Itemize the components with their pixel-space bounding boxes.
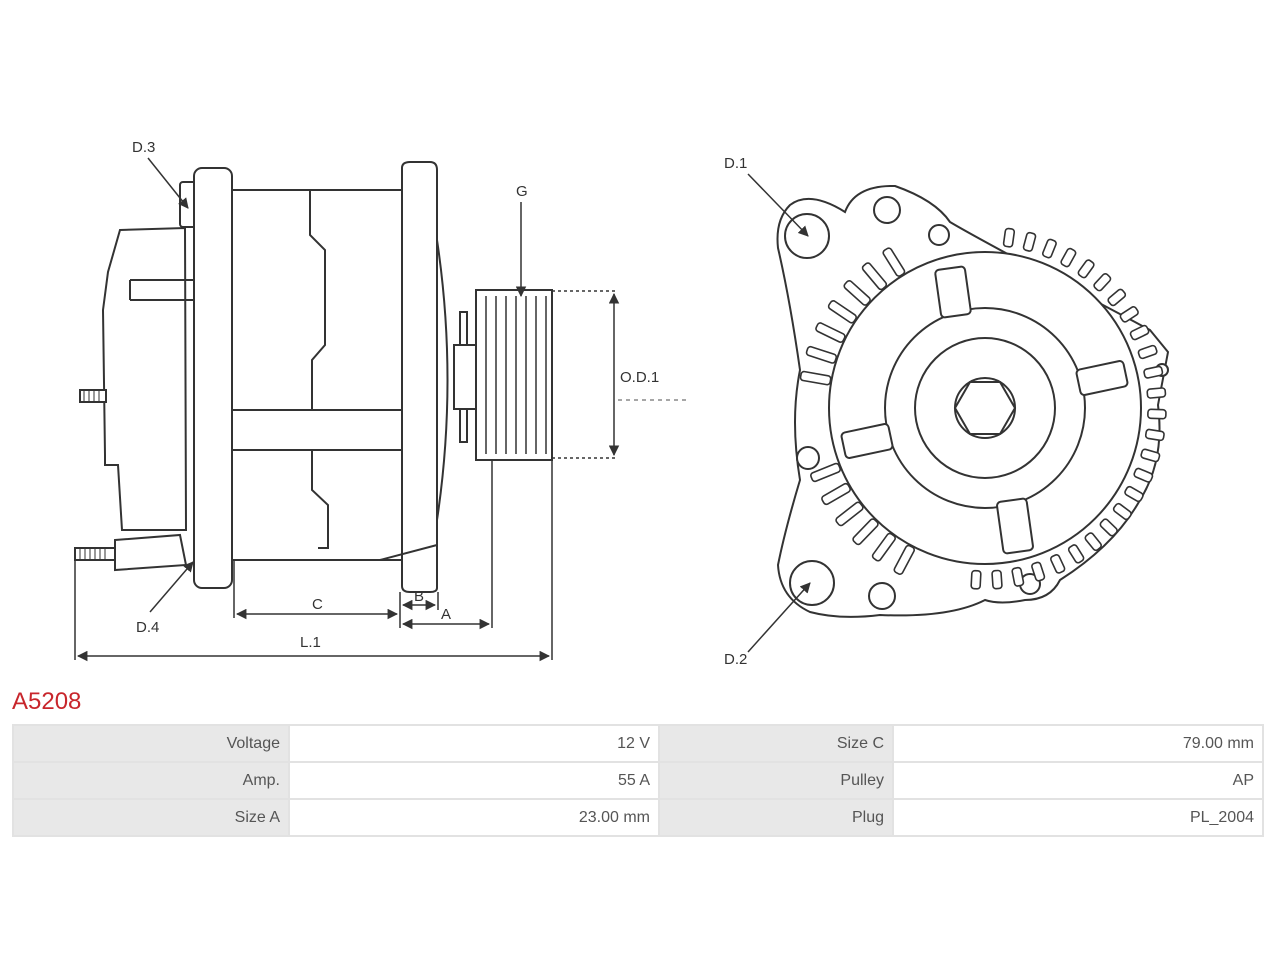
vent-slot: [827, 300, 857, 324]
vent-slot: [1049, 554, 1066, 574]
part-code: A5208: [12, 688, 82, 715]
vent-slot: [1146, 387, 1167, 399]
vent-slot: [1144, 428, 1165, 442]
spec-label: Size C: [658, 724, 894, 763]
vent-slot: [1099, 518, 1118, 537]
vent-slot: [970, 569, 982, 590]
label-b: B: [414, 588, 424, 605]
label-l1: L.1: [300, 634, 321, 651]
vent-slot: [1107, 288, 1127, 307]
vent-slot: [882, 247, 906, 277]
vent-slot: [1084, 532, 1102, 552]
spec-label: Voltage: [12, 724, 290, 763]
vent-slot: [810, 462, 842, 483]
vent-slot: [893, 544, 916, 575]
spec-value: AP: [892, 761, 1264, 800]
vent-slot: [871, 532, 896, 562]
label-g: G: [516, 183, 528, 200]
label-c: C: [312, 596, 323, 613]
label-a: A: [441, 606, 451, 623]
spec-value: PL_2004: [892, 798, 1264, 837]
vent-slot: [835, 501, 864, 527]
vent-slot: [1119, 305, 1139, 323]
vent-slot: [1124, 485, 1144, 503]
vent-slot: [1060, 247, 1077, 268]
vent-slot: [1133, 467, 1154, 483]
vent-slot: [815, 322, 846, 344]
label-d1: D.1: [724, 155, 747, 172]
spec-label: Size A: [12, 798, 290, 837]
front-vent-slots: [799, 227, 1167, 590]
vent-slot: [1077, 259, 1095, 279]
alternator-side-view: [74, 161, 553, 593]
label-d4: D.4: [136, 619, 159, 636]
vent-slot: [1112, 502, 1132, 521]
vent-slot: [1022, 231, 1037, 252]
vent-slot: [821, 482, 851, 506]
vent-slot: [1137, 344, 1158, 360]
vent-slot: [1031, 561, 1046, 582]
vent-slot: [991, 569, 1003, 590]
vent-slot: [1129, 324, 1150, 341]
vent-slot: [843, 279, 871, 306]
label-od1: O.D.1: [620, 369, 659, 386]
vent-slot: [1147, 408, 1167, 420]
vent-slot: [799, 370, 832, 386]
alternator-diagram: D.3 D.4 G O.D.1 B A C L.1 D.1 D.2: [74, 139, 1170, 668]
spec-label: Pulley: [658, 761, 894, 800]
table-row: Size A 23.00 mm Plug PL_2004: [12, 798, 1264, 837]
spec-value: 23.00 mm: [288, 798, 660, 837]
spec-label: Plug: [658, 798, 894, 837]
table-row: Amp. 55 A Pulley AP: [12, 761, 1264, 800]
spec-value: 12 V: [288, 724, 660, 763]
label-d2: D.2: [724, 651, 747, 668]
vent-slot: [805, 345, 838, 364]
vent-slot: [1140, 448, 1161, 463]
vent-slot: [1143, 365, 1164, 379]
vent-slot: [1002, 227, 1016, 248]
spec-label: Amp.: [12, 761, 290, 800]
table-row: Voltage 12 V Size C 79.00 mm: [12, 724, 1264, 763]
spec-value: 79.00 mm: [892, 724, 1264, 763]
vent-slot: [1093, 272, 1112, 292]
vent-slot: [852, 518, 879, 546]
alternator-front-view: [776, 184, 1170, 618]
vent-slot: [1067, 544, 1085, 564]
vent-slot: [1011, 566, 1025, 587]
spec-value: 55 A: [288, 761, 660, 800]
side-dimension-lines: [74, 157, 690, 662]
spec-table: Voltage 12 V Size C 79.00 mm Amp. 55 A P…: [12, 724, 1264, 837]
front-leader-lines: [747, 173, 811, 653]
vent-slot: [861, 262, 888, 291]
label-d3: D.3: [132, 139, 155, 156]
vent-slot: [1041, 238, 1057, 259]
